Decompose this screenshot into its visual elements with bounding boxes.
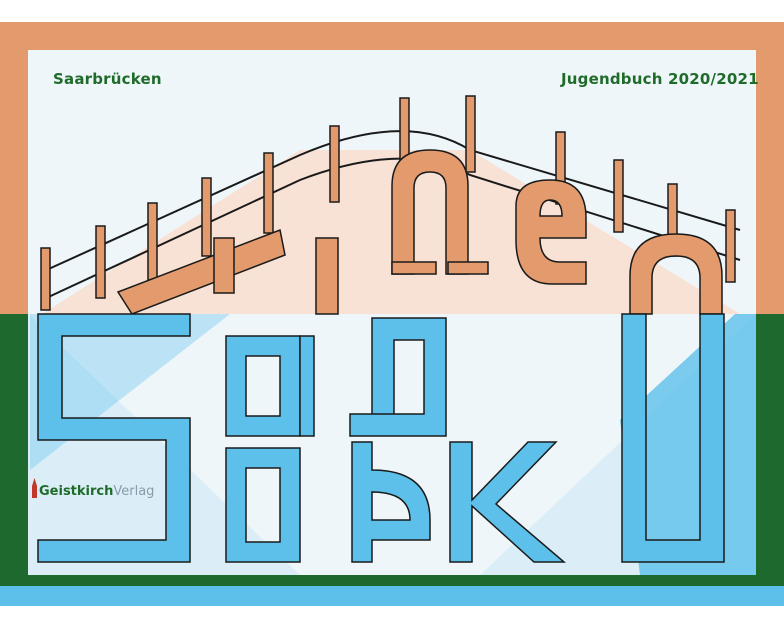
edition-label: Jugendbuch 2020/2021 [561,70,759,88]
publisher-name: Geistkirch [39,484,114,499]
publisher-suffix: Verlag [113,484,155,499]
bridge-rail-top [41,130,741,273]
blue-strip [0,586,784,606]
publisher-logo: GeistkirchVerlag [39,484,154,499]
church-tower-icon [32,478,37,498]
title-letters-lower [37,313,725,563]
city-label: Saarbrücken [53,70,162,88]
title-letters-upper [116,149,723,315]
